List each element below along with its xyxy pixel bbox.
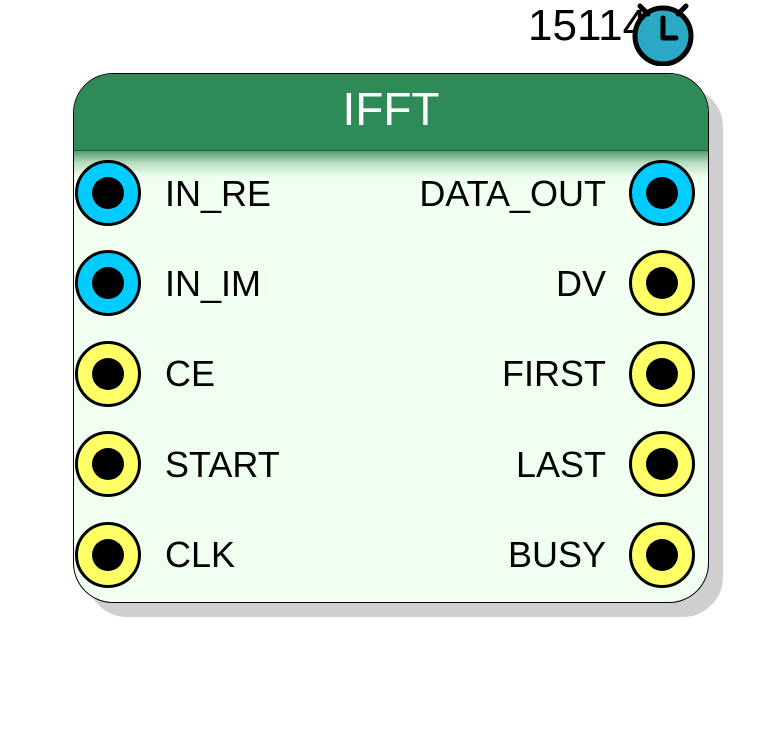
stopwatch-icon[interactable] <box>630 0 696 66</box>
input-port-in-re[interactable] <box>75 160 141 226</box>
stopwatch-ear-right <box>675 3 689 17</box>
header-fade <box>74 151 708 177</box>
input-port-label: CLK <box>165 534 236 575</box>
output-port-last[interactable] <box>629 431 695 497</box>
output-port-label: DATA_OUT <box>419 173 606 214</box>
input-port-start[interactable] <box>75 431 141 497</box>
output-port-label: DV <box>555 263 606 304</box>
input-port-label: IN_IM <box>165 263 262 304</box>
ifft-block[interactable]: IFFT <box>73 73 709 603</box>
input-port-ce[interactable] <box>75 341 141 407</box>
input-port-clk[interactable] <box>75 522 141 588</box>
input-port-label: IN_RE <box>165 173 272 214</box>
output-port-label: BUSY <box>507 534 606 575</box>
block-title: IFFT <box>342 83 440 135</box>
output-port-busy[interactable] <box>629 522 695 588</box>
block-id-label: 15114 <box>528 1 648 50</box>
output-port-label: LAST <box>515 444 606 485</box>
input-port-label: CE <box>165 353 216 394</box>
stopwatch-ear-left <box>637 3 651 17</box>
output-port-first[interactable] <box>629 341 695 407</box>
output-port-dv[interactable] <box>629 250 695 316</box>
output-port-label: FIRST <box>502 353 606 394</box>
block-header[interactable]: IFFT <box>74 74 708 151</box>
output-port-data-out[interactable] <box>629 160 695 226</box>
input-port-label: START <box>165 444 280 485</box>
input-port-in-im[interactable] <box>75 250 141 316</box>
